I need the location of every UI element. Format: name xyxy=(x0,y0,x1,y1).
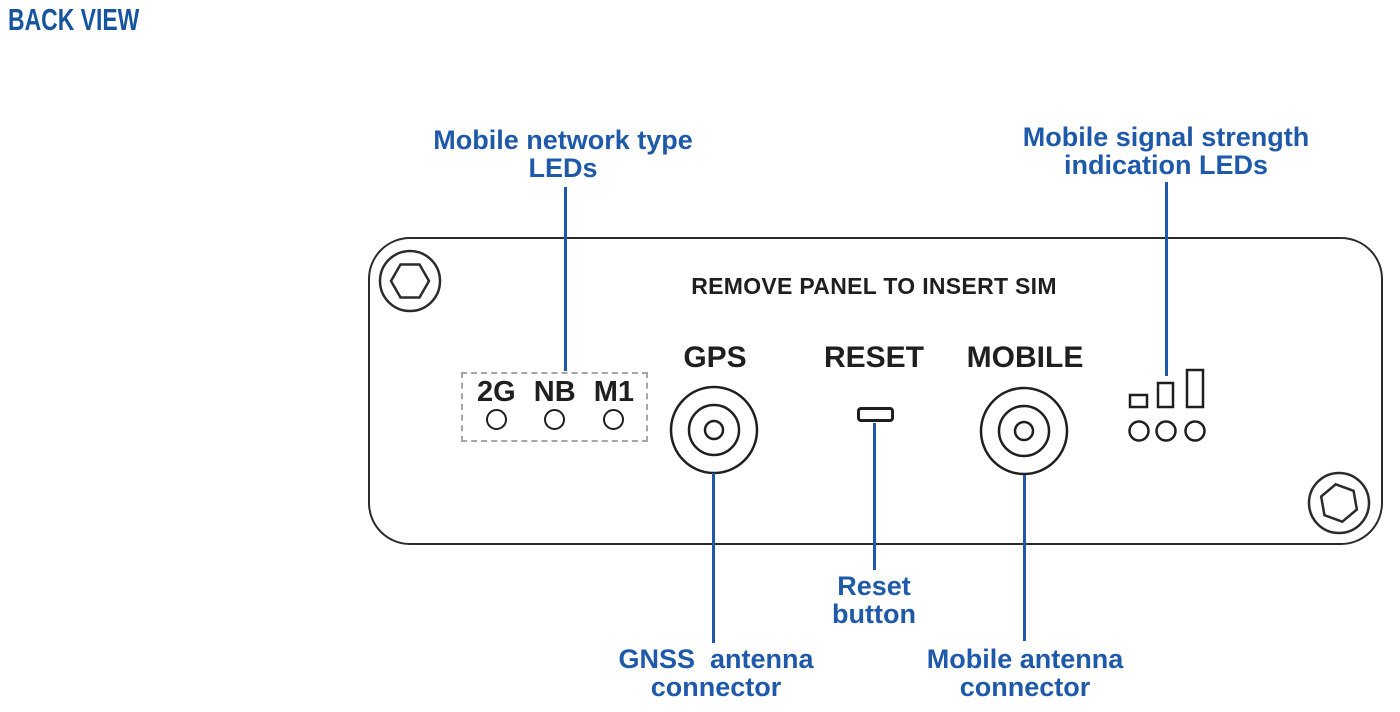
annotation-reset-button: Reset button xyxy=(832,572,916,628)
hex-screw-icon xyxy=(1307,471,1371,535)
led-icon xyxy=(544,409,566,430)
annotation-line: connector xyxy=(959,672,1091,702)
reset-label: RESET xyxy=(823,341,925,374)
mobile-antenna-connector-icon xyxy=(979,386,1069,476)
signal-strength-leds-icon xyxy=(1128,368,1206,442)
annotation-line: Mobile network type xyxy=(433,125,693,155)
annotation-gnss-connector: GNSS antenna connector xyxy=(618,645,813,701)
annotation-line: Mobile antenna xyxy=(926,644,1124,674)
led-group-2g: 2G xyxy=(477,377,516,440)
sim-notice-text: REMOVE PANEL TO INSERT SIM xyxy=(691,273,1057,299)
leader-line-network-type xyxy=(564,187,567,371)
gnss-antenna-connector-icon xyxy=(669,385,759,475)
gps-connector-label: GPS xyxy=(683,341,747,374)
network-type-led-box: 2G NB M1 xyxy=(461,372,648,442)
hex-screw-icon xyxy=(378,249,442,313)
annotation-line: connector xyxy=(650,672,782,702)
led-group-m1: M1 xyxy=(594,377,634,440)
annotation-mobile-antenna-connector: Mobile antenna connector xyxy=(927,645,1124,701)
annotation-line: GNSS antenna xyxy=(618,644,814,674)
leader-line-signal-strength xyxy=(1165,182,1168,376)
led-label-nb: NB xyxy=(533,376,576,408)
reset-button-icon xyxy=(857,407,894,422)
led-icon xyxy=(603,409,625,430)
page-title: BACK VIEW xyxy=(8,2,140,37)
led-group-nb: NB xyxy=(534,377,576,440)
annotation-line: Reset xyxy=(837,571,911,601)
annotation-line: indication LEDs xyxy=(1063,150,1269,180)
annotation-line: button xyxy=(832,599,916,629)
led-label-m1: M1 xyxy=(593,376,634,408)
annotation-line: LEDs xyxy=(528,153,598,183)
leader-line-gnss xyxy=(712,473,715,643)
mobile-connector-label: MOBILE xyxy=(966,341,1084,374)
leader-line-mobile-antenna xyxy=(1023,475,1026,641)
annotation-line: Mobile signal strength xyxy=(1022,122,1310,152)
led-icon xyxy=(485,409,507,430)
annotation-signal-strength-leds: Mobile signal strength indication LEDs xyxy=(1023,123,1310,179)
annotation-network-type-leds: Mobile network type LEDs xyxy=(433,126,693,182)
led-label-2g: 2G xyxy=(477,376,516,408)
leader-line-reset xyxy=(873,423,876,570)
